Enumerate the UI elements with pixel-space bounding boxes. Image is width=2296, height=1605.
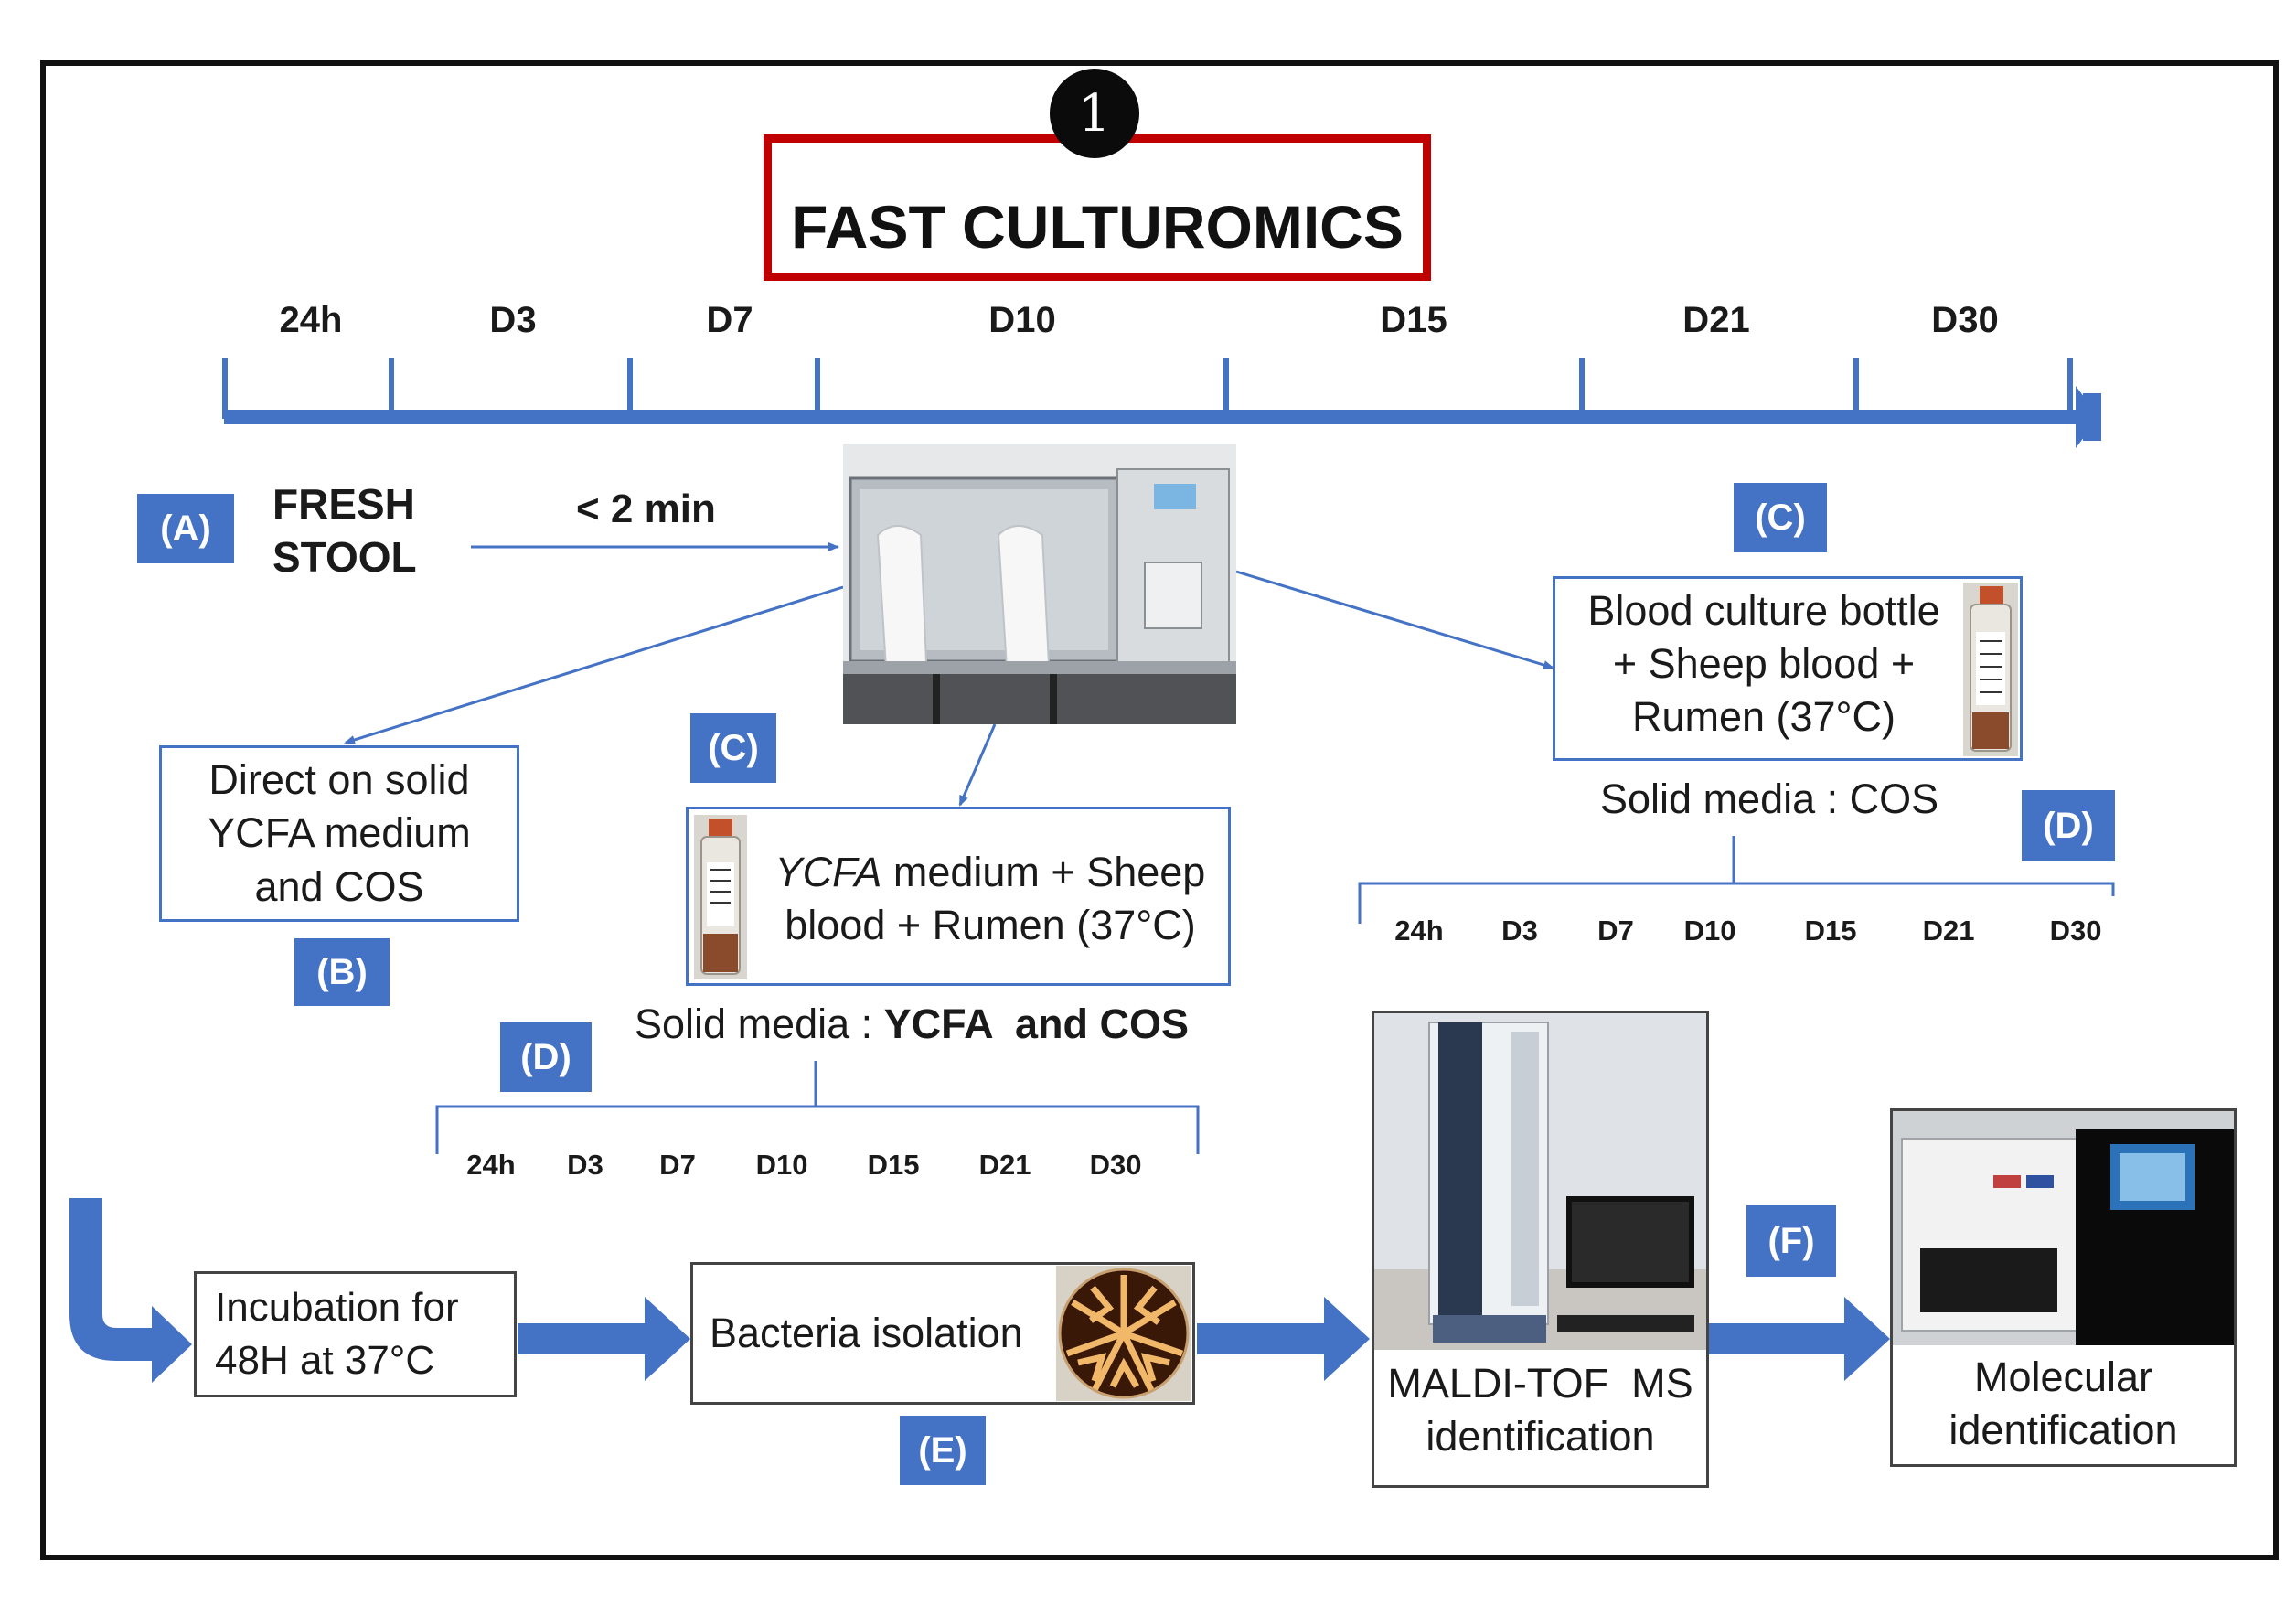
bacteria-isolation-label: Bacteria isolation — [710, 1309, 1023, 1356]
main-timeline-label: D15 — [1380, 300, 1447, 340]
anaerobic-chamber-photo — [843, 444, 1236, 724]
ycfa-medium-line2: blood + Rumen (37°C) — [785, 902, 1196, 948]
fresh-stool-line2: STOOL — [272, 533, 417, 581]
incubation-line2: 48H at 37°C — [215, 1338, 435, 1383]
left-sub-timeline-label: D21 — [978, 1149, 1031, 1181]
left-sub-timeline-label: D3 — [567, 1149, 603, 1181]
molecular-identification-line2: identification — [1949, 1407, 2178, 1453]
step-number-badge: 1 — [1050, 69, 1139, 158]
right-sub-timeline-label: D30 — [2049, 915, 2102, 947]
badge-d-right: (D) — [2022, 790, 2115, 861]
badge-b: (B) — [294, 938, 390, 1006]
diagram-title: FAST CULTUROMICS — [791, 193, 1404, 261]
incubation-box: Incubation for 48H at 37°C — [194, 1271, 517, 1397]
anaerobic-chamber-icon — [843, 444, 1236, 724]
main-timeline-label: D21 — [1682, 300, 1750, 340]
thin-arrows — [344, 542, 1554, 807]
left-sub-timeline-label: D15 — [867, 1149, 920, 1181]
right-sub-timeline-bracket — [1358, 836, 2115, 924]
right-sub-timeline-label: D7 — [1597, 915, 1634, 947]
left-sub-timeline-label: D10 — [755, 1149, 808, 1181]
badge-a: (A) — [137, 494, 234, 563]
direct-solid-line1: Direct on solid — [208, 755, 470, 803]
solid-media-right: Solid media : COS — [1600, 776, 1939, 822]
figure-frame — [40, 60, 2279, 1560]
main-timeline-label: D3 — [489, 300, 537, 340]
main-timeline-label: D30 — [1931, 300, 1999, 340]
blood-culture-line1: Blood culture bottle — [1587, 587, 1940, 634]
main-timeline-label: D10 — [988, 300, 1056, 340]
right-sub-timeline-label: D10 — [1683, 915, 1736, 947]
culture-bottle-icon — [694, 815, 747, 979]
direct-solid-line3: and COS — [254, 862, 424, 910]
badge-c-left: (C) — [690, 713, 776, 783]
badge-e: (E) — [900, 1416, 986, 1485]
sequencer-icon — [1893, 1111, 2234, 1345]
main-timeline-label: D7 — [706, 300, 753, 340]
blood-culture-box: Blood culture bottle + Sheep blood + Rum… — [1553, 576, 2023, 761]
direct-solid-line2: YCFA medium — [208, 809, 471, 857]
molecular-identification-line1: Molecular — [1973, 1354, 2153, 1400]
fresh-stool-label: FRESH STOOL — [272, 477, 417, 583]
petri-dish-icon — [1056, 1266, 1191, 1401]
solid-media-left: Solid media : YCFA and COS — [635, 1000, 1189, 1048]
maldi-tof-box: MALDI-TOF MS identification — [1372, 1011, 1709, 1488]
solid-media-left-bold: YCFA and COS — [883, 1000, 1190, 1047]
left-sub-timeline-bracket — [435, 1061, 1200, 1154]
right-sub-timeline-label: D3 — [1501, 915, 1538, 947]
right-sub-timeline-label: 24h — [1394, 915, 1444, 947]
maldi-tof-line2: identification — [1426, 1413, 1655, 1460]
solid-media-left-prefix: Solid media : — [635, 1000, 884, 1047]
badge-c-right: (C) — [1734, 483, 1827, 552]
blood-culture-line2: + Sheep blood + — [1612, 640, 1916, 687]
transfer-time-label: < 2 min — [576, 487, 716, 531]
left-sub-timeline-label: 24h — [466, 1149, 516, 1181]
blood-culture-text: Blood culture bottle + Sheep blood + Rum… — [1563, 584, 1965, 744]
ycfa-italic-term: YCFA — [774, 849, 882, 895]
incubation-line1: Incubation for — [215, 1285, 459, 1330]
left-sub-timeline-label: D7 — [659, 1149, 696, 1181]
molecular-identification-text: Molecular identification — [1893, 1351, 2234, 1457]
right-sub-timeline-label: D15 — [1804, 915, 1857, 947]
fresh-stool-line1: FRESH — [272, 480, 415, 528]
main-timeline-axis — [222, 358, 2101, 448]
right-sub-timeline-label: D21 — [1922, 915, 1975, 947]
blood-culture-line3: Rumen (37°C) — [1631, 693, 1896, 740]
ycfa-medium-box: YCFA medium + Sheep blood + Rumen (37°C) — [686, 807, 1231, 986]
direct-solid-box: Direct on solid YCFA medium and COS — [159, 745, 519, 922]
maldi-tof-line1: MALDI-TOF MS — [1387, 1360, 1693, 1407]
badge-d-left: (D) — [500, 1022, 592, 1092]
main-timeline-label: 24h — [279, 300, 343, 340]
ycfa-medium-line1: medium + Sheep — [881, 849, 1206, 895]
maldi-tof-text: MALDI-TOF MS identification — [1374, 1357, 1706, 1463]
left-sub-timeline-label: D30 — [1089, 1149, 1142, 1181]
molecular-identification-box: Molecular identification — [1890, 1108, 2237, 1467]
ycfa-medium-text: YCFA medium + Sheep blood + Rumen (37°C) — [762, 846, 1219, 952]
process-flow-arrows — [69, 1198, 1890, 1383]
mass-spectrometer-icon — [1374, 1013, 1706, 1350]
badge-f: (F) — [1746, 1205, 1836, 1277]
culture-bottle-icon — [1963, 583, 2018, 756]
